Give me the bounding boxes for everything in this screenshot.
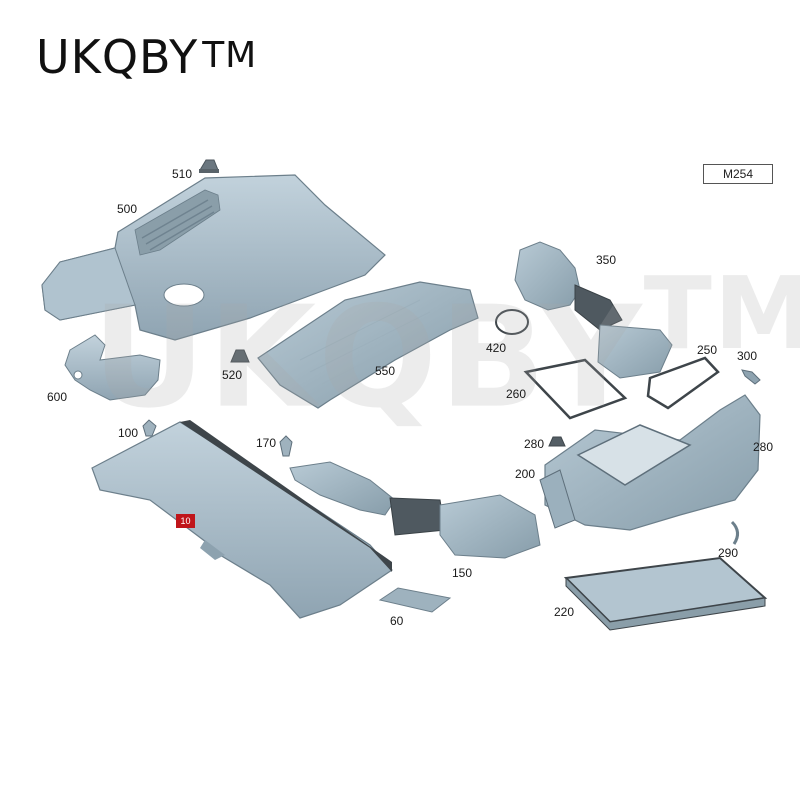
callout-250[interactable]: 250 xyxy=(697,343,718,357)
part-sensor[interactable] xyxy=(741,369,761,385)
callout-510[interactable]: 510 xyxy=(172,167,193,181)
callout-420[interactable]: 420 xyxy=(486,341,507,355)
part-clip-170[interactable] xyxy=(279,435,293,457)
callout-10[interactable]: 10 xyxy=(176,514,195,528)
part-intake-hose-upper[interactable] xyxy=(514,241,673,379)
callout-520[interactable]: 520 xyxy=(222,368,243,382)
callout-290[interactable]: 290 xyxy=(718,546,739,560)
part-rubber-grommet[interactable] xyxy=(230,349,250,363)
part-air-filter-housing[interactable] xyxy=(539,394,761,531)
part-clip-100[interactable] xyxy=(142,419,157,437)
part-engine-cover[interactable] xyxy=(41,174,386,341)
callout-500[interactable]: 500 xyxy=(117,202,138,216)
callout-170[interactable]: 170 xyxy=(256,436,277,450)
callout-280-right[interactable]: 280 xyxy=(753,440,774,454)
callout-600[interactable]: 600 xyxy=(47,390,68,404)
part-intake-duct-panel[interactable] xyxy=(91,420,393,619)
callout-260[interactable]: 260 xyxy=(506,387,527,401)
callout-550[interactable]: 550 xyxy=(375,364,396,378)
part-cover-mount[interactable] xyxy=(199,159,219,173)
part-intake-duct[interactable] xyxy=(289,461,541,559)
model-code-label: M254 xyxy=(703,164,773,184)
callout-300[interactable]: 300 xyxy=(737,349,758,363)
part-gasket-left[interactable] xyxy=(523,358,628,420)
part-o-ring[interactable] xyxy=(495,309,529,335)
callout-60[interactable]: 60 xyxy=(390,614,404,628)
part-air-filter-element[interactable] xyxy=(563,556,768,631)
part-bracket[interactable] xyxy=(64,334,161,401)
callout-220[interactable]: 220 xyxy=(554,605,575,619)
callout-200[interactable]: 200 xyxy=(515,467,536,481)
part-foam-pad[interactable] xyxy=(378,587,452,613)
callout-150[interactable]: 150 xyxy=(452,566,473,580)
part-gasket-right[interactable] xyxy=(646,356,720,410)
part-hose-clamp[interactable] xyxy=(730,520,739,545)
callout-100[interactable]: 100 xyxy=(118,426,139,440)
callout-350[interactable]: 350 xyxy=(596,253,617,267)
part-cover-panel[interactable] xyxy=(257,281,479,409)
callout-280-left[interactable]: 280 xyxy=(524,437,545,451)
part-grommet-280-left[interactable] xyxy=(548,436,566,447)
